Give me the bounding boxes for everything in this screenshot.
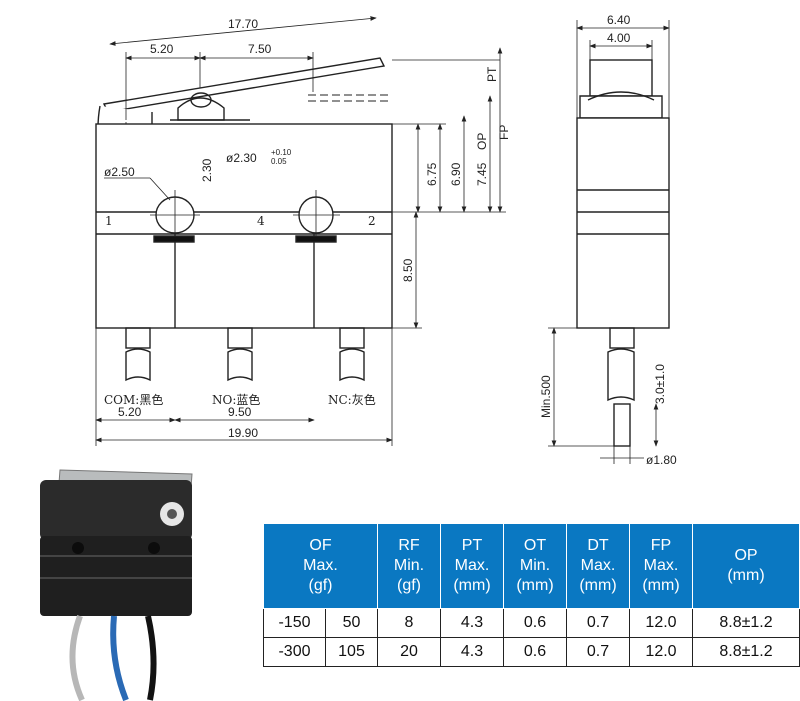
cell: 4.3 xyxy=(440,637,504,667)
cell: 0.6 xyxy=(503,608,567,638)
cell: -300 xyxy=(263,637,326,667)
cell: 4.3 xyxy=(440,608,504,638)
front-view xyxy=(95,57,393,382)
switch-body xyxy=(95,123,393,329)
cell: 12.0 xyxy=(629,637,693,667)
product-photo xyxy=(40,469,193,701)
cell: 0.6 xyxy=(503,637,567,667)
cell: 0.7 xyxy=(566,608,630,638)
cell: 8 xyxy=(377,608,441,638)
cell: 20 xyxy=(377,637,441,667)
header-op: OP(mm) xyxy=(692,523,800,609)
cell: 12.0 xyxy=(629,608,693,638)
cell: 8.8±1.2 xyxy=(692,637,800,667)
cell: 0.7 xyxy=(566,637,630,667)
actuator-button xyxy=(177,97,225,121)
side-view xyxy=(576,59,670,447)
lever-arm xyxy=(102,57,386,113)
cell: 105 xyxy=(324,637,379,667)
cell: 50 xyxy=(324,608,379,638)
cell: 8.8±1.2 xyxy=(692,608,800,638)
cell: -150 xyxy=(263,608,326,638)
table-row: -300 105 20 4.3 0.6 0.7 12.0 8.8±1.2 xyxy=(263,637,800,667)
lead-wires xyxy=(125,327,365,382)
table-row: -150 50 8 4.3 0.6 0.7 12.0 8.8±1.2 xyxy=(263,608,800,638)
